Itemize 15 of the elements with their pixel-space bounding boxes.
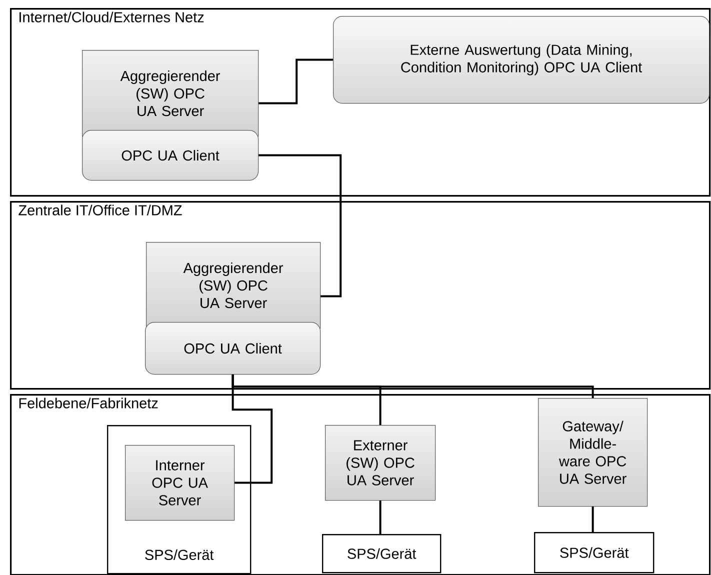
connector-line — [258, 154, 342, 298]
connector-line — [592, 506, 594, 532]
connector-line — [232, 374, 594, 398]
server-box: Externer (SW) OPC UA Server — [325, 425, 436, 501]
server-box: Interner OPC UA Server — [125, 445, 235, 521]
client-box: OPC UA Client — [82, 130, 259, 181]
client-box: OPC UA Client — [145, 322, 321, 375]
device-box: SPS/Gerät — [534, 532, 654, 574]
connector-line — [258, 58, 333, 104]
server-box: Aggregierender (SW) OPC UA Server — [146, 242, 321, 329]
connector-line — [379, 500, 382, 534]
client-box: Externe Auswertung (Data Mining, Condition Monitoring) OPC UA Client — [333, 16, 710, 104]
device-box: SPS/Gerät — [322, 534, 442, 574]
server-box: Gateway/ Middle- ware OPC UA Server — [538, 398, 648, 507]
server-box: Aggregierender (SW) OPC UA Server — [82, 50, 259, 137]
